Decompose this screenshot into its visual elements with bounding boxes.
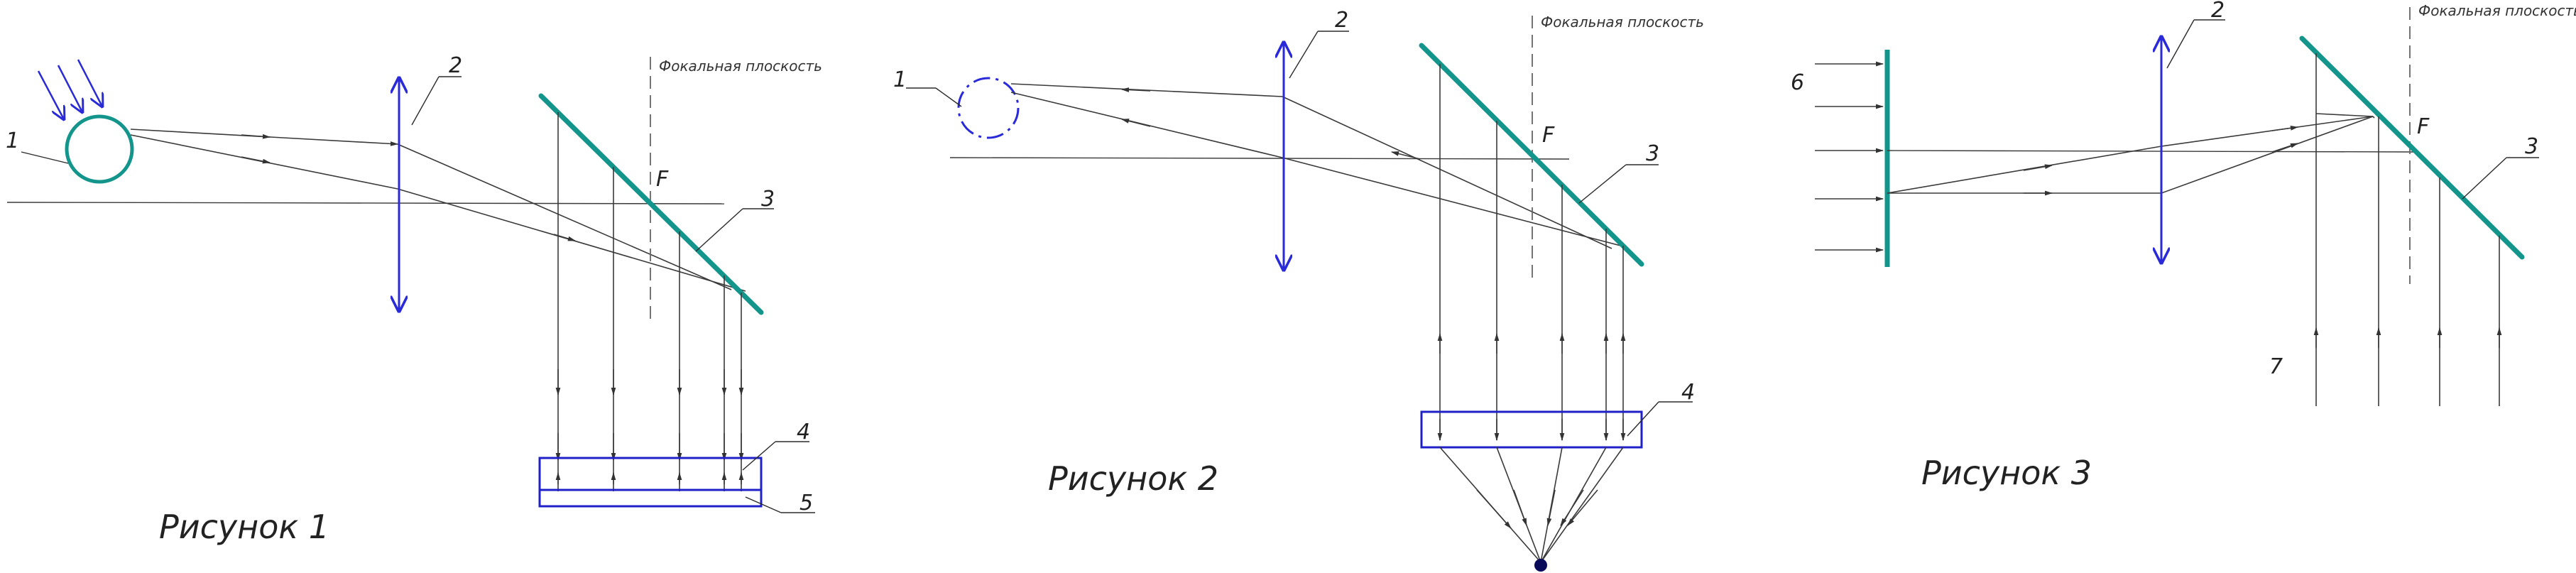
svg-text:3: 3	[2525, 134, 2538, 159]
focus-label: F	[2417, 114, 2430, 139]
svg-text:5: 5	[799, 491, 813, 515]
figure-3: Фокальная плоскость F 6 2 3 7 Рису	[1791, 0, 2576, 492]
svg-text:7: 7	[2269, 354, 2283, 379]
optical-axis	[949, 157, 1570, 160]
mirror	[2299, 36, 2525, 260]
vertical-rays	[1437, 64, 1626, 442]
focus-label: F	[656, 167, 669, 192]
point-source	[1534, 559, 1547, 572]
part-labels: 6 2 3 7	[1791, 0, 2539, 379]
detector-box	[538, 457, 763, 508]
svg-text:6: 6	[1791, 70, 1804, 95]
svg-text:2: 2	[1335, 8, 1348, 33]
svg-text:2: 2	[449, 53, 462, 78]
mirror	[1419, 43, 1644, 267]
object-sphere	[65, 114, 134, 184]
svg-text:2: 2	[2211, 0, 2225, 23]
incident-arrows	[1815, 61, 1884, 253]
focal-plane-label: Фокальная плоскость	[1541, 13, 1704, 31]
output-rays	[2313, 53, 2502, 406]
detector-box	[1420, 410, 1643, 449]
part-labels: 1 2 3 4	[893, 8, 1695, 437]
svg-text:3: 3	[1646, 141, 1659, 166]
part-labels: 1 2 3 4 5	[6, 53, 815, 515]
caption: Рисунок 2	[1048, 459, 1218, 498]
optical-axis	[1887, 150, 2415, 153]
svg-text:3: 3	[761, 187, 775, 212]
svg-text:1: 1	[893, 67, 907, 92]
focus-label: F	[1542, 123, 1555, 148]
focal-plane-label: Фокальная плоскость	[2418, 2, 2576, 19]
svg-text:4: 4	[1681, 380, 1695, 405]
incident-light-arrows	[37, 59, 102, 119]
figure-1: Фокальная плоскость F	[6, 53, 822, 546]
optical-axis	[6, 202, 725, 204]
fan-rays	[1439, 447, 1624, 563]
virtual-object	[957, 77, 1020, 139]
svg-text:1: 1	[6, 129, 19, 153]
reflected-rays	[555, 112, 744, 491]
caption: Рисунок 3	[1921, 454, 2092, 492]
svg-text:4: 4	[797, 420, 810, 444]
mirror	[538, 93, 764, 315]
figure-2: Фокальная плоскость F	[893, 8, 1704, 572]
focal-plane-label: Фокальная плоскость	[659, 58, 822, 75]
caption: Рисунок 1	[159, 508, 329, 546]
